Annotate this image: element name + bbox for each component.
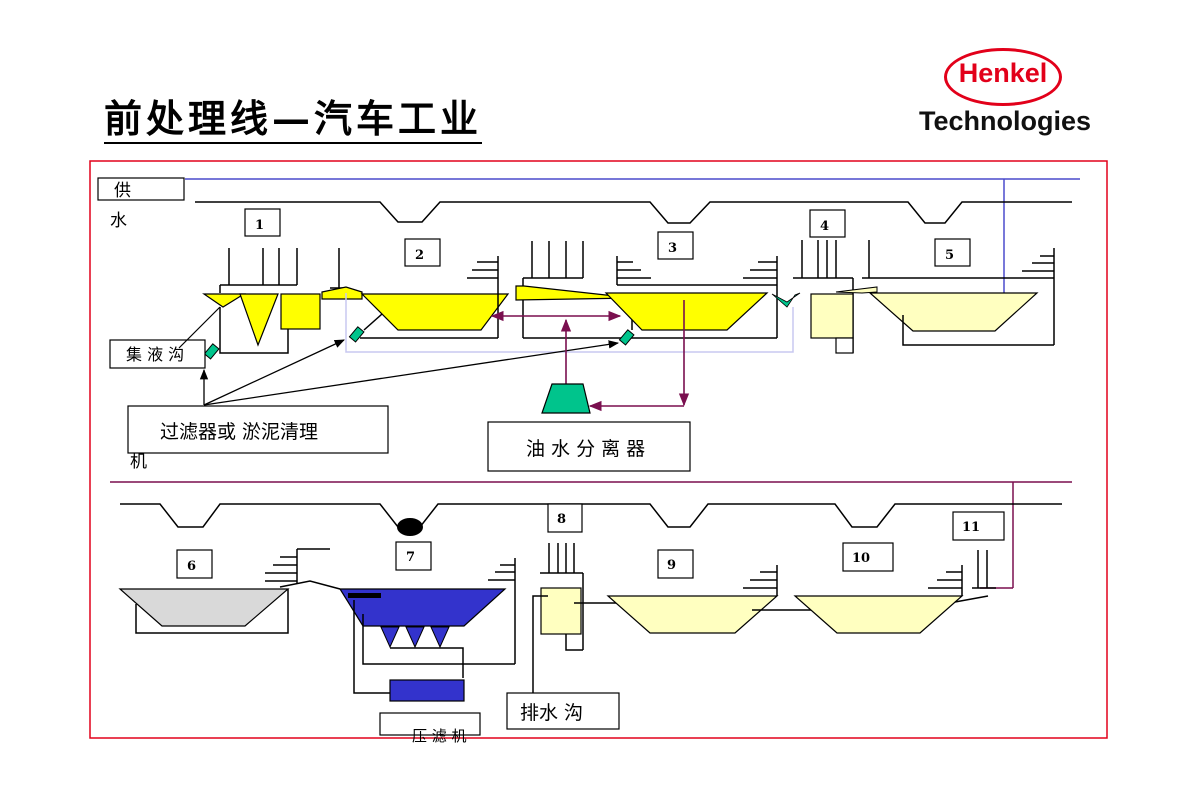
water-supply-line: [185, 178, 1080, 293]
drain-trench-box: [506, 692, 620, 730]
station-10-label: 10: [852, 551, 870, 566]
station-4-label: 4: [820, 219, 829, 234]
station-1: 1: [202, 208, 363, 354]
station-2-label: 2: [415, 248, 424, 263]
diagram-frame: [89, 160, 1108, 739]
station-5-label: 5: [945, 248, 954, 263]
filter-sludge-arrows: [199, 339, 620, 406]
slide-title: 前处理线—汽车工业: [104, 96, 483, 144]
station-11: 11: [952, 511, 1005, 589]
station-3-label: 3: [668, 241, 677, 256]
filter-press-box: [379, 712, 481, 736]
logo-brand: Henkel: [958, 58, 1048, 88]
part-on-conveyor-icon: [397, 518, 423, 536]
station-6-label: 6: [187, 559, 196, 574]
conveyor-track-bottom: [120, 503, 1062, 528]
filter-press-tank: [389, 679, 465, 702]
station-7-label: 7: [406, 550, 415, 565]
filter-sludge-label-2: 机: [130, 452, 147, 472]
filter-press-label: 压 滤 机: [412, 727, 467, 745]
collection-trench-label: 集 液 沟: [126, 345, 184, 364]
water-supply-label-1: 供: [114, 181, 131, 201]
station-8: 8: [532, 503, 626, 696]
oil-separator-icon: [541, 383, 591, 414]
oil-separator-box: [487, 421, 691, 472]
station-9: 9: [606, 549, 820, 634]
station-11-label: 11: [962, 520, 980, 535]
station-6: 6: [118, 548, 341, 634]
filter-sludge-label-1: 过滤器或 淤泥清理: [160, 421, 318, 443]
logo-oval-icon: [944, 48, 1062, 106]
station-3: 3: [515, 231, 778, 339]
station-1-label: 1: [255, 218, 264, 233]
oil-separator-flow: [490, 300, 690, 412]
station-10: 10: [793, 542, 989, 634]
station-8-label: 8: [557, 512, 566, 527]
station-4: 4: [771, 209, 1054, 354]
oil-separator-label: 油 水 分 离 器: [526, 438, 645, 460]
collection-trench-box: [109, 339, 206, 369]
station-5: 5: [868, 238, 1055, 346]
return-line: [110, 481, 1072, 589]
station-7: 7: [338, 541, 516, 702]
filter-icons: [203, 326, 635, 360]
station-9-label: 9: [667, 558, 676, 573]
station-2: 2: [360, 238, 510, 339]
overflow-line: [345, 293, 794, 353]
henkel-logo: Henkel Technologies: [905, 44, 1105, 144]
water-supply-box: [97, 177, 185, 201]
drain-trench-label: 排水 沟: [520, 702, 583, 724]
filter-sludge-box: [127, 405, 389, 454]
water-supply-label-2: 水: [110, 211, 127, 231]
conveyor-track-top: [195, 201, 1072, 224]
logo-subtitle: Technologies: [918, 106, 1092, 136]
